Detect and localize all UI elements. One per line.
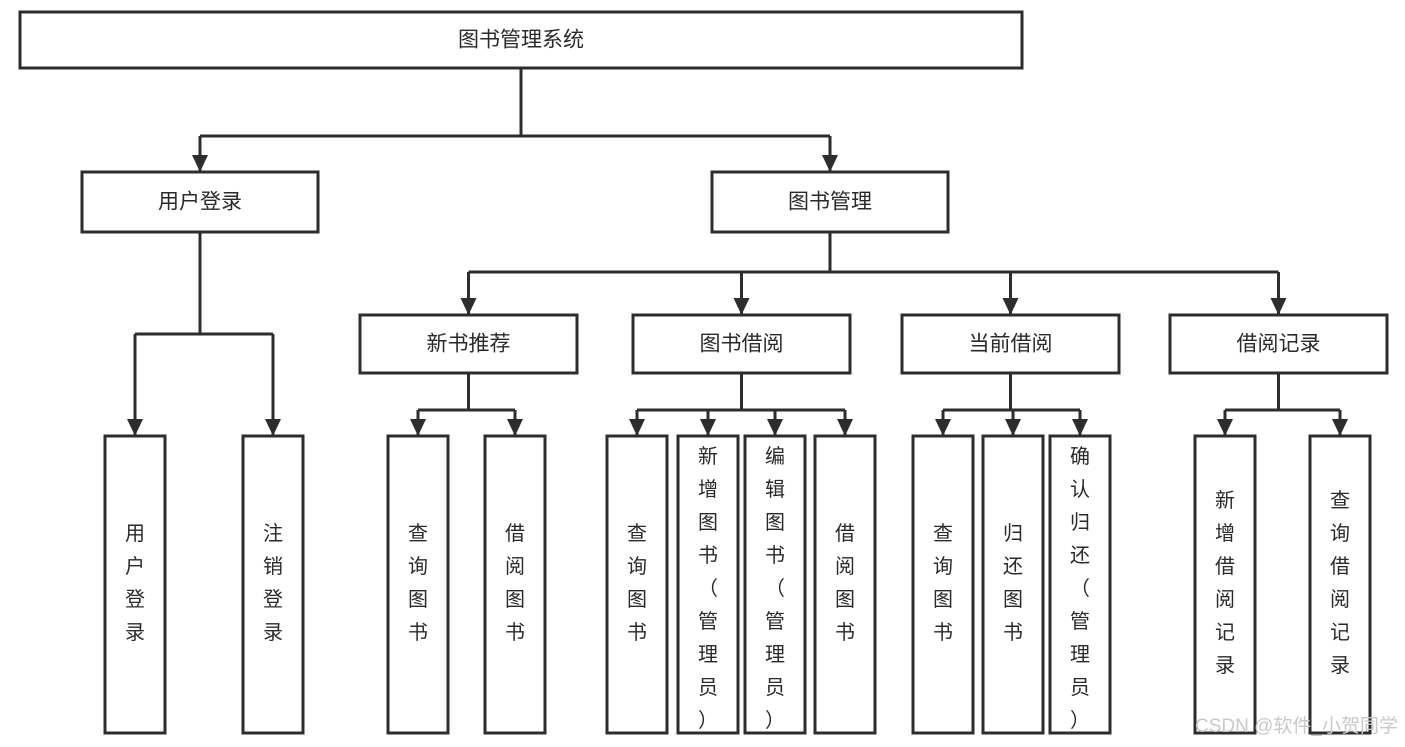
arrow-head-icon [629,419,645,436]
arrow-head-icon [265,419,281,436]
arrow-head-icon [1270,298,1287,315]
node-leaf-user-login[interactable]: 用户登录 [103,434,167,735]
node-label: 当前借阅 [969,333,1053,356]
arrow-head-icon [1005,419,1021,436]
node-book-borrow[interactable]: 图书借阅 [631,313,852,375]
node-leaf-return-book[interactable]: 归还图书 [981,434,1045,735]
node-box[interactable] [386,434,450,735]
node-box[interactable] [605,434,669,735]
node-current-borrow[interactable]: 当前借阅 [900,313,1121,375]
arrow-head-icon [507,419,523,436]
node-leaf-query-book-recommend[interactable]: 查询图书 [386,434,450,735]
arrow-head-icon [837,419,853,436]
arrow-head-icon [410,419,426,436]
node-leaf-logout-login[interactable]: 注销登录 [241,434,305,735]
node-box[interactable] [18,10,1024,70]
node-leaf-query-borrow-record[interactable]: 查询借阅记录 [1308,434,1372,735]
node-box[interactable] [103,434,167,735]
node-leaf-add-book-admin[interactable]: 新增图书（管理员） [676,434,740,735]
node-layer: 图书管理系统用户登录图书管理新书推荐图书借阅当前借阅借阅记录用户登录注销登录查询… [18,10,1389,735]
node-leaf-edit-book-admin[interactable]: 编辑图书（管理员） [743,434,807,735]
csdn-watermark: CSDN @软件_小贺同学 [1195,715,1398,737]
node-label: 用户登录 [125,523,145,644]
node-box[interactable] [631,313,852,375]
arrow-head-icon [460,298,477,315]
arrow-head-icon [935,419,951,436]
node-box[interactable] [710,170,950,234]
node-book-management[interactable]: 图书管理 [710,170,950,234]
node-label: 新增借阅记录 [1215,489,1235,677]
node-label: 用户登录 [158,191,242,214]
node-leaf-borrow-book[interactable]: 借阅图书 [813,434,877,735]
node-box[interactable] [1048,434,1112,735]
node-borrow-record[interactable]: 借阅记录 [1168,313,1389,375]
node-label: 新增图书（管理员） [698,445,718,732]
node-label: 查询图书 [627,522,647,644]
node-box[interactable] [241,434,305,735]
node-box[interactable] [483,434,547,735]
arrow-head-icon [1217,419,1233,436]
node-label: 图书借阅 [700,333,784,356]
node-user-login[interactable]: 用户登录 [80,170,320,234]
node-box[interactable] [743,434,807,735]
arrow-head-icon [1072,419,1088,436]
node-leaf-query-book-borrow[interactable]: 查询图书 [605,434,669,735]
node-label: 确认归还（管理员） [1070,445,1090,732]
node-leaf-confirm-return-admin[interactable]: 确认归还（管理员） [1048,434,1112,735]
arrow-head-icon [192,155,208,172]
node-label: 新书推荐 [427,333,511,356]
node-box[interactable] [358,313,579,375]
node-box[interactable] [813,434,877,735]
node-label: 注销登录 [263,522,283,644]
node-label: 图书管理系统 [458,29,584,52]
arrow-head-icon [1332,419,1348,436]
node-box[interactable] [1168,313,1389,375]
node-label: 查询图书 [933,522,953,644]
arrow-head-icon [700,419,716,436]
arrow-head-icon [127,419,143,436]
node-label: 查询图书 [408,522,428,644]
node-leaf-query-book-current[interactable]: 查询图书 [911,434,975,735]
node-label: 借阅记录 [1237,333,1321,356]
node-box[interactable] [80,170,320,234]
node-label: 查询借阅记录 [1330,489,1350,677]
node-leaf-borrow-book-recommend[interactable]: 借阅图书 [483,434,547,735]
node-box[interactable] [1308,434,1372,735]
node-box[interactable] [900,313,1121,375]
node-new-book-recommend[interactable]: 新书推荐 [358,313,579,375]
arrow-head-icon [733,298,750,315]
node-label: 归还图书 [1003,522,1023,644]
arrow-head-icon [767,419,783,436]
node-label: 图书管理 [788,191,872,214]
node-label: 编辑图书（管理员） [765,445,785,732]
node-leaf-add-borrow-record[interactable]: 新增借阅记录 [1193,434,1257,735]
connector-layer [127,68,1348,436]
node-box[interactable] [981,434,1045,735]
node-box[interactable] [676,434,740,735]
node-label: 借阅图书 [505,522,525,644]
node-box[interactable] [911,434,975,735]
arrow-head-icon [1002,298,1019,315]
arrow-head-icon [822,155,838,172]
node-root-system[interactable]: 图书管理系统 [18,10,1024,70]
node-label: 借阅图书 [835,522,855,644]
node-box[interactable] [1193,434,1257,735]
